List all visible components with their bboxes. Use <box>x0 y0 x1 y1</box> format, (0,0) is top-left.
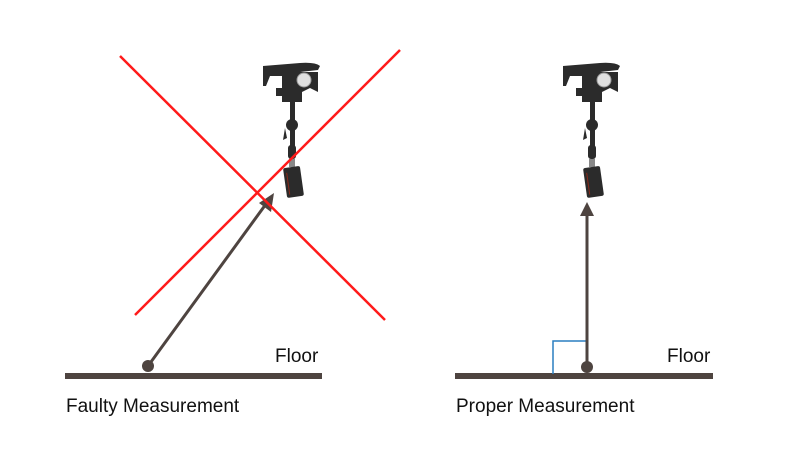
origin-dot-left <box>142 360 154 372</box>
floor-line-right <box>455 373 713 379</box>
right-angle-marker <box>552 340 586 374</box>
floor-label-right: Floor <box>667 346 711 367</box>
caption-faulty: Faulty Measurement <box>66 396 240 417</box>
clamp-sensor-device-right <box>562 62 621 199</box>
cross-line-2 <box>134 49 401 316</box>
measurement-arrow-left <box>146 203 268 367</box>
caption-proper: Proper Measurement <box>456 396 635 417</box>
arrowhead-right <box>580 202 594 216</box>
floor-line-left <box>65 373 322 379</box>
floor-label-left: Floor <box>275 346 319 367</box>
origin-dot-right <box>581 361 593 373</box>
cross-line-1 <box>119 55 386 321</box>
